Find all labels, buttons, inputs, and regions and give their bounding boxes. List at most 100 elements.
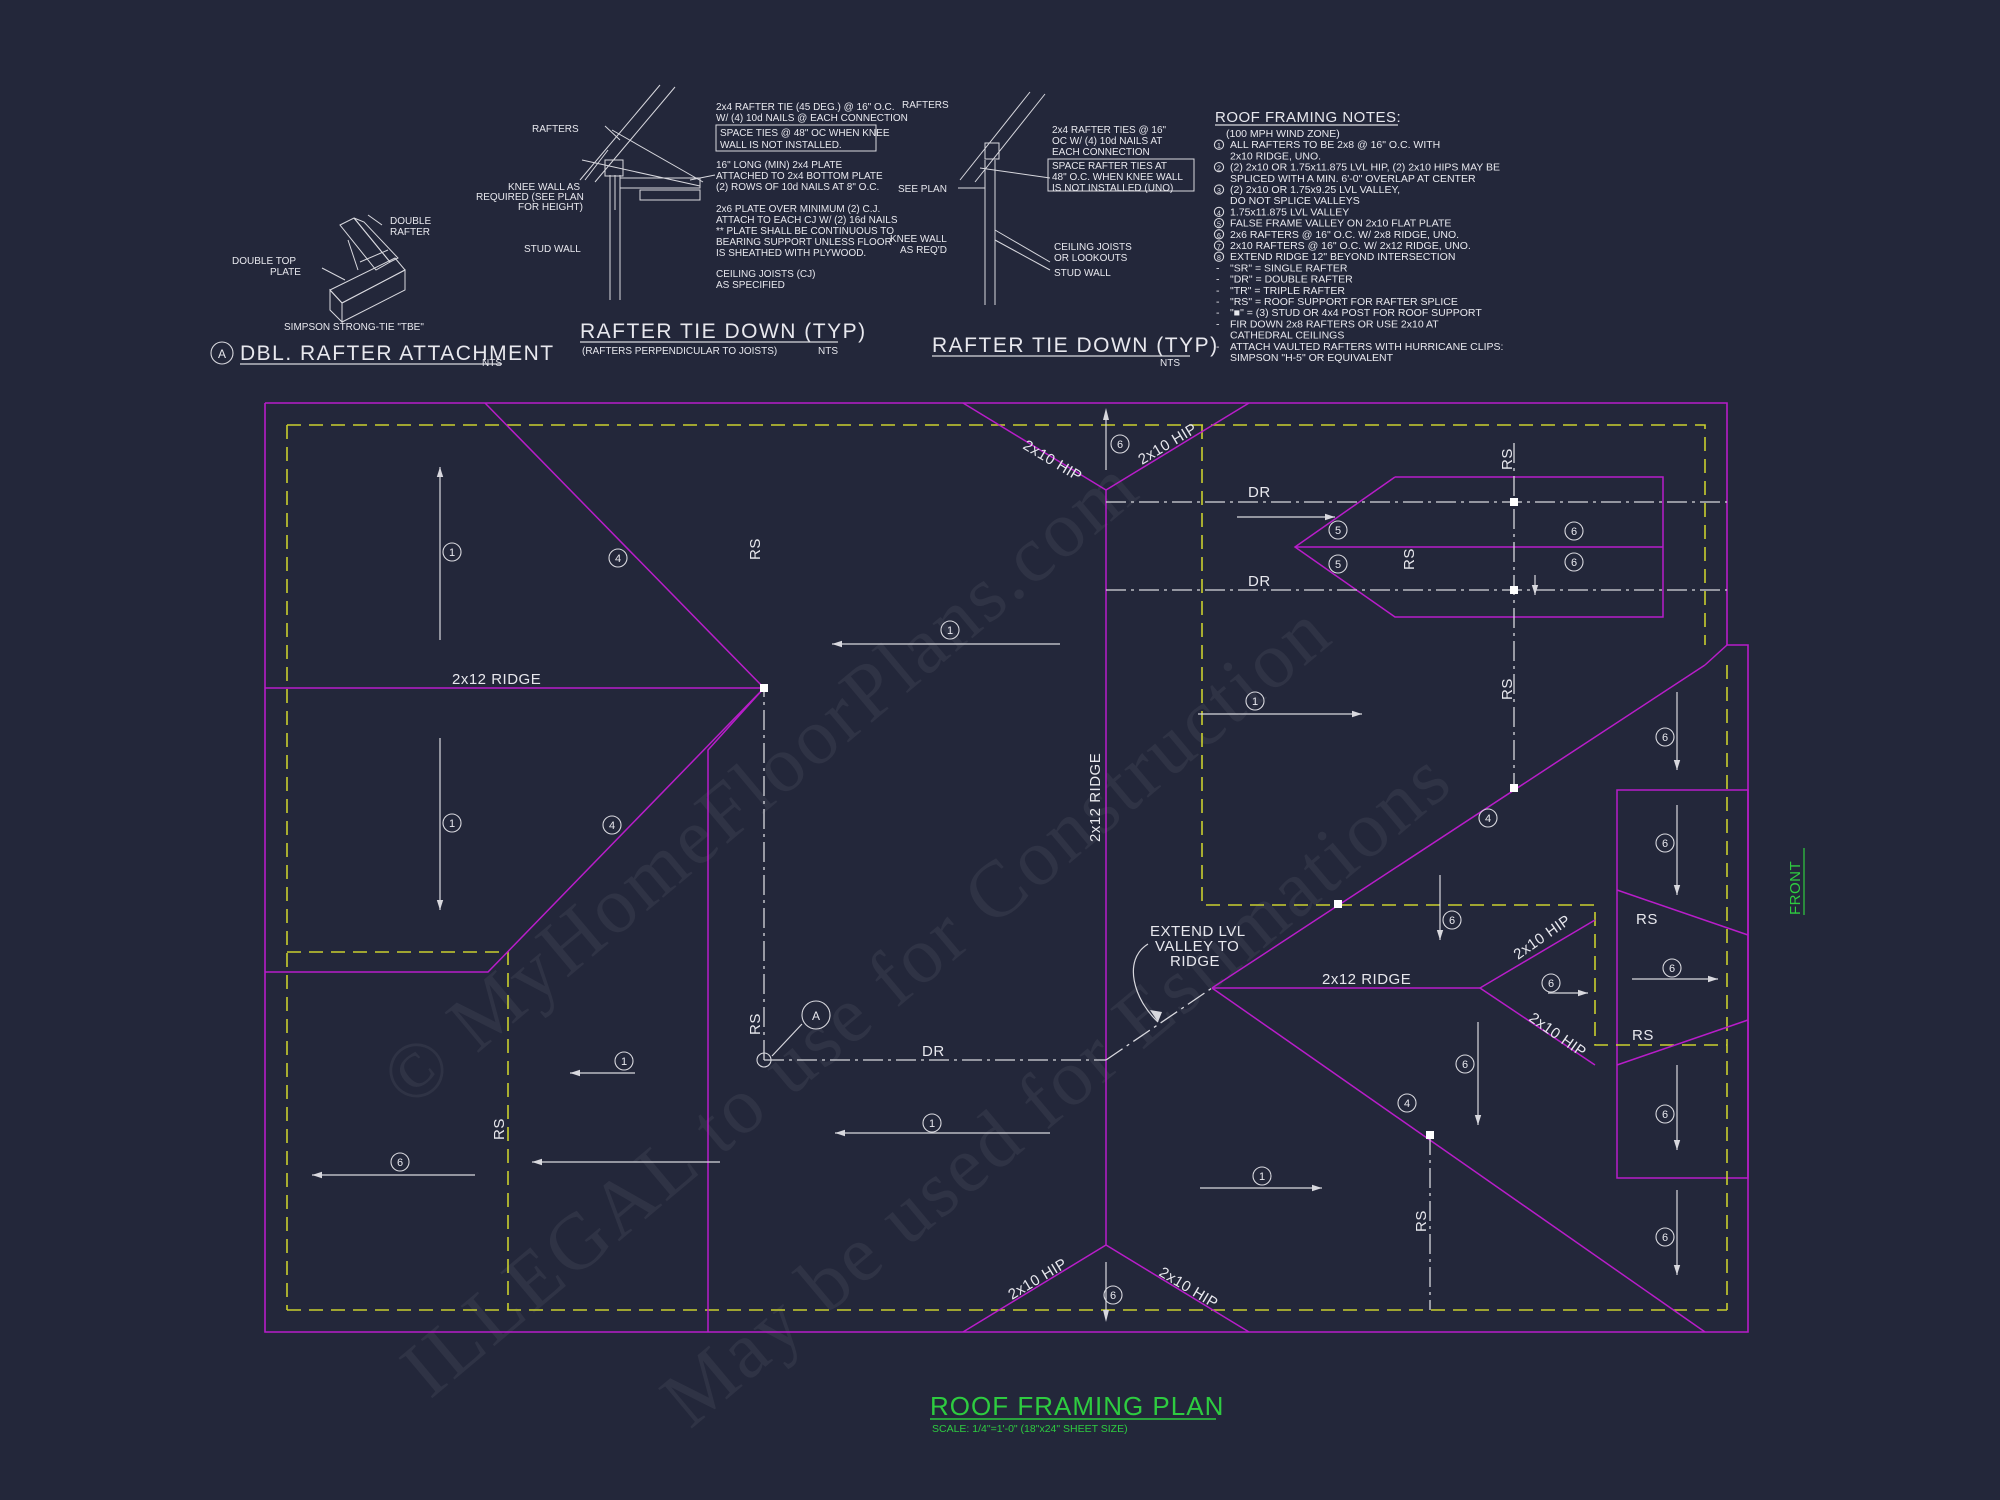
hip-arrowhead: [1103, 1310, 1109, 1322]
note-callout-circle: [1564, 521, 1584, 541]
rafter-arrowhead: [1673, 1140, 1681, 1150]
plan-scale: SCALE: 1/4"=1'-0" (18"x24" SHEET SIZE): [932, 1423, 1128, 1435]
post-marker: [1510, 784, 1518, 792]
note-callout-circle: [390, 1152, 410, 1172]
rafter-arrowhead: [436, 467, 444, 477]
note-callout-number: 1: [1252, 696, 1258, 708]
detail-b-label-6: ATTACHED TO 2x4 BOTTOM PLATE: [716, 171, 883, 182]
double-rafters: [763, 443, 1727, 1310]
rafter-arrowhead: [835, 1129, 845, 1137]
notes-number: 7: [1217, 244, 1221, 251]
notes-bullet: -: [1216, 262, 1220, 274]
roof-framing-notes: ROOF FRAMING NOTES: (100 MPH WIND ZONE)1…: [1213, 109, 1503, 364]
hip-line-lower-left: [265, 687, 765, 973]
detail-b-label-17: CEILING JOISTS (CJ): [716, 269, 815, 280]
label-extend-2: VALLEY TO: [1155, 938, 1239, 955]
detail-a-label-0: DOUBLE: [390, 216, 431, 227]
notes-number-circle: [1213, 240, 1225, 251]
detail-c-nts: NTS: [1160, 358, 1180, 369]
notes-line: ALL RAFTERS TO BE 2x8 @ 16" O.C. WITH: [1230, 139, 1440, 151]
note-callout-number: 6: [1669, 963, 1675, 975]
detail-b-label-9: REQUIRED (SEE PLAN: [476, 192, 584, 203]
note-callout-number: 6: [1548, 978, 1554, 990]
detail-ref-circle: [801, 1000, 831, 1030]
detail-b-label-0: 2x4 RAFTER TIE (45 DEG.) @ 16" O.C.: [716, 102, 895, 113]
notes-number-circle: [1213, 161, 1225, 173]
detail-c-label-5: 48" O.C. WHEN KNEE WALL: [1052, 172, 1183, 183]
notes-number: 8: [1217, 255, 1221, 262]
note-callout-number: 6: [1571, 557, 1577, 569]
front-bay: [1616, 789, 1749, 1179]
detail-a-label-2: DOUBLE TOP: [232, 256, 296, 267]
note-callout-number: 6: [1662, 732, 1668, 744]
notes-number: 3: [1217, 188, 1221, 195]
label-rs-2: RS: [1499, 448, 1516, 470]
post-marker: [1334, 900, 1342, 908]
hip-lines-bottom: [962, 1244, 1250, 1333]
post-marker: [1426, 1131, 1434, 1139]
note-callout-circle: [922, 1113, 942, 1133]
notes-line: SPLICED WITH A MIN. 6'-0" OVERLAP AT CEN…: [1230, 173, 1476, 185]
rafter-arrowhead: [1578, 989, 1588, 997]
detail-b-label-3: WALL IS NOT INSTALLED.: [720, 140, 842, 151]
notes-line: (2) 2x10 OR 1.75x9.25 LVL VALLEY,: [1230, 184, 1400, 196]
detail-dbl-rafter-attachment: DOUBLE RAFTER DOUBLE TOP PLATE SIMPSON S…: [210, 214, 553, 369]
detail-c-label-8: KNEE WALL: [890, 234, 947, 245]
note-callout-number: 6: [1462, 1059, 1468, 1071]
note-callout-circle: [614, 1051, 634, 1071]
note-callout-number: 6: [1449, 915, 1455, 927]
label-rs-7: RS: [1413, 1210, 1430, 1232]
detail-b-label-2: SPACE TIES @ 48" OC WHEN KNEE: [720, 128, 890, 139]
notes-bullet: -: [1216, 285, 1220, 297]
bay-hip-upper: [1616, 889, 1749, 936]
notes-line: 2x10 RIDGE, UNO.: [1230, 150, 1321, 162]
notes-bullet: -: [1216, 318, 1220, 330]
rafter-arrowhead: [1673, 760, 1681, 770]
note-callout-circle: [1397, 1093, 1417, 1113]
notes-line: (100 MPH WIND ZONE): [1226, 128, 1340, 140]
notes-number-circle: [1213, 184, 1225, 195]
note-callout-number: 1: [929, 1118, 935, 1130]
detail-c-label-0: RAFTERS: [902, 100, 949, 111]
detail-b-label-18: AS SPECIFIED: [716, 280, 785, 291]
note-callout-circle: [1328, 554, 1348, 574]
detail-rafter-tie-down-1: 2x4 RAFTER TIE (45 DEG.) @ 16" O.C. W/ (…: [476, 84, 908, 357]
label-ridge-center: 2x12 RIDGE: [1087, 753, 1104, 842]
detail-b-label-4: RAFTERS: [532, 124, 579, 135]
detail-b-note-box: [715, 124, 877, 152]
notes-line: "TR" = TRIPLE RAFTER: [1230, 285, 1345, 297]
dormer-outline: [1293, 476, 1664, 618]
label-rs-5: RS: [747, 1013, 764, 1035]
notes-line: FIR DOWN 2x8 RAFTERS OR USE 2x10 AT: [1230, 318, 1439, 330]
detail-b-label-10: FOR HEIGHT): [518, 202, 583, 213]
notes-title: ROOF FRAMING NOTES:: [1215, 109, 1401, 126]
note-callout-circle: [442, 813, 462, 833]
note-callout-circle: [1252, 1166, 1272, 1186]
note-callout-number: 6: [1662, 838, 1668, 850]
detail-b-drawing: [579, 84, 716, 300]
notes-line: (2) 2x10 OR 1.75x11.875 LVL HIP, (2) 2x1…: [1230, 162, 1500, 174]
notes-number-circle: [1213, 139, 1225, 150]
note-callout-number: 1: [449, 818, 455, 830]
note-callout-circle: [1110, 434, 1130, 454]
note-callout-number: 5: [1335, 559, 1341, 571]
note-callout-number: 6: [1662, 1109, 1668, 1121]
rafter-arrowhead: [1673, 885, 1681, 895]
detail-c-label-4: SPACE RAFTER TIES AT: [1052, 161, 1167, 172]
rafter-arrowhead: [832, 640, 842, 648]
notes-line: FALSE FRAME VALLEY ON 2x10 FLAT PLATE: [1230, 218, 1451, 230]
note-callout-circle: [1455, 1054, 1475, 1074]
note-callout-number: 1: [621, 1056, 627, 1068]
detail-a-marker: [210, 341, 234, 365]
detail-c-title: RAFTER TIE DOWN (TYP): [932, 334, 1219, 357]
rafter-arrowhead: [570, 1069, 580, 1077]
label-rs-9: RS: [1632, 1027, 1654, 1044]
label-rs-1: RS: [747, 538, 764, 560]
detail-ref-leader: [771, 1023, 803, 1057]
notes-bullet: -: [1216, 307, 1220, 319]
hip-arrowhead: [1103, 408, 1109, 420]
hip-line-upper-left: [484, 402, 765, 689]
notes-number-circle: [1213, 229, 1225, 240]
